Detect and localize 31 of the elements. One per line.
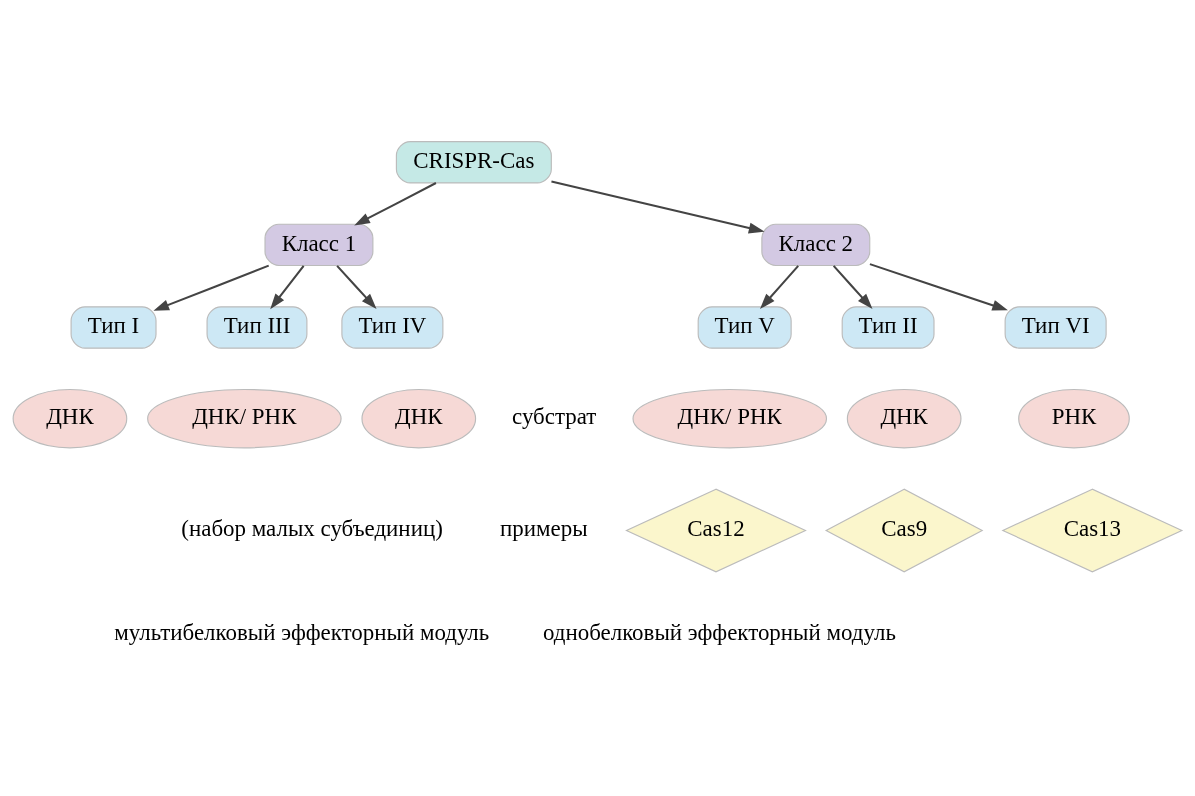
- node-box: Класс 1: [264, 223, 374, 267]
- node-ellipse: ДНК/ РНК: [147, 388, 342, 449]
- arrow: [832, 265, 873, 310]
- node-diamond: Cas12: [625, 488, 807, 573]
- label: однобелковый эффекторный модуль: [542, 619, 896, 645]
- label: примеры: [500, 516, 588, 542]
- node-ellipse: РНК: [1018, 388, 1130, 449]
- node-ellipse: ДНК: [846, 388, 962, 449]
- arrow: [759, 265, 799, 310]
- node-diamond: Cas13: [1001, 488, 1184, 573]
- node-box: Тип II: [841, 306, 935, 349]
- node-ellipse: ДНК: [361, 388, 477, 449]
- arrow: [153, 264, 270, 311]
- node-box: Тип V: [697, 306, 792, 349]
- node-box: CRISPR-Cas: [395, 141, 552, 184]
- node-ellipse: ДНК: [12, 388, 128, 449]
- node-ellipse: ДНК/ РНК: [632, 388, 828, 449]
- node-box: Тип IV: [341, 306, 444, 349]
- node-box: Класс 2: [761, 223, 871, 267]
- arrow: [354, 182, 437, 226]
- label: мультибелковый эффекторный модуль: [114, 619, 490, 645]
- node-diamond: Cas9: [824, 488, 984, 573]
- node-box: Тип I: [70, 306, 157, 349]
- arrow: [869, 263, 1008, 311]
- node-box: Тип III: [206, 306, 308, 349]
- arrow: [336, 265, 377, 309]
- arrow: [551, 180, 765, 234]
- arrow: [270, 265, 305, 310]
- node-box: Тип VI: [1004, 306, 1107, 349]
- label: (набор малых субъединиц): [181, 516, 443, 542]
- label: субстрат: [512, 404, 597, 430]
